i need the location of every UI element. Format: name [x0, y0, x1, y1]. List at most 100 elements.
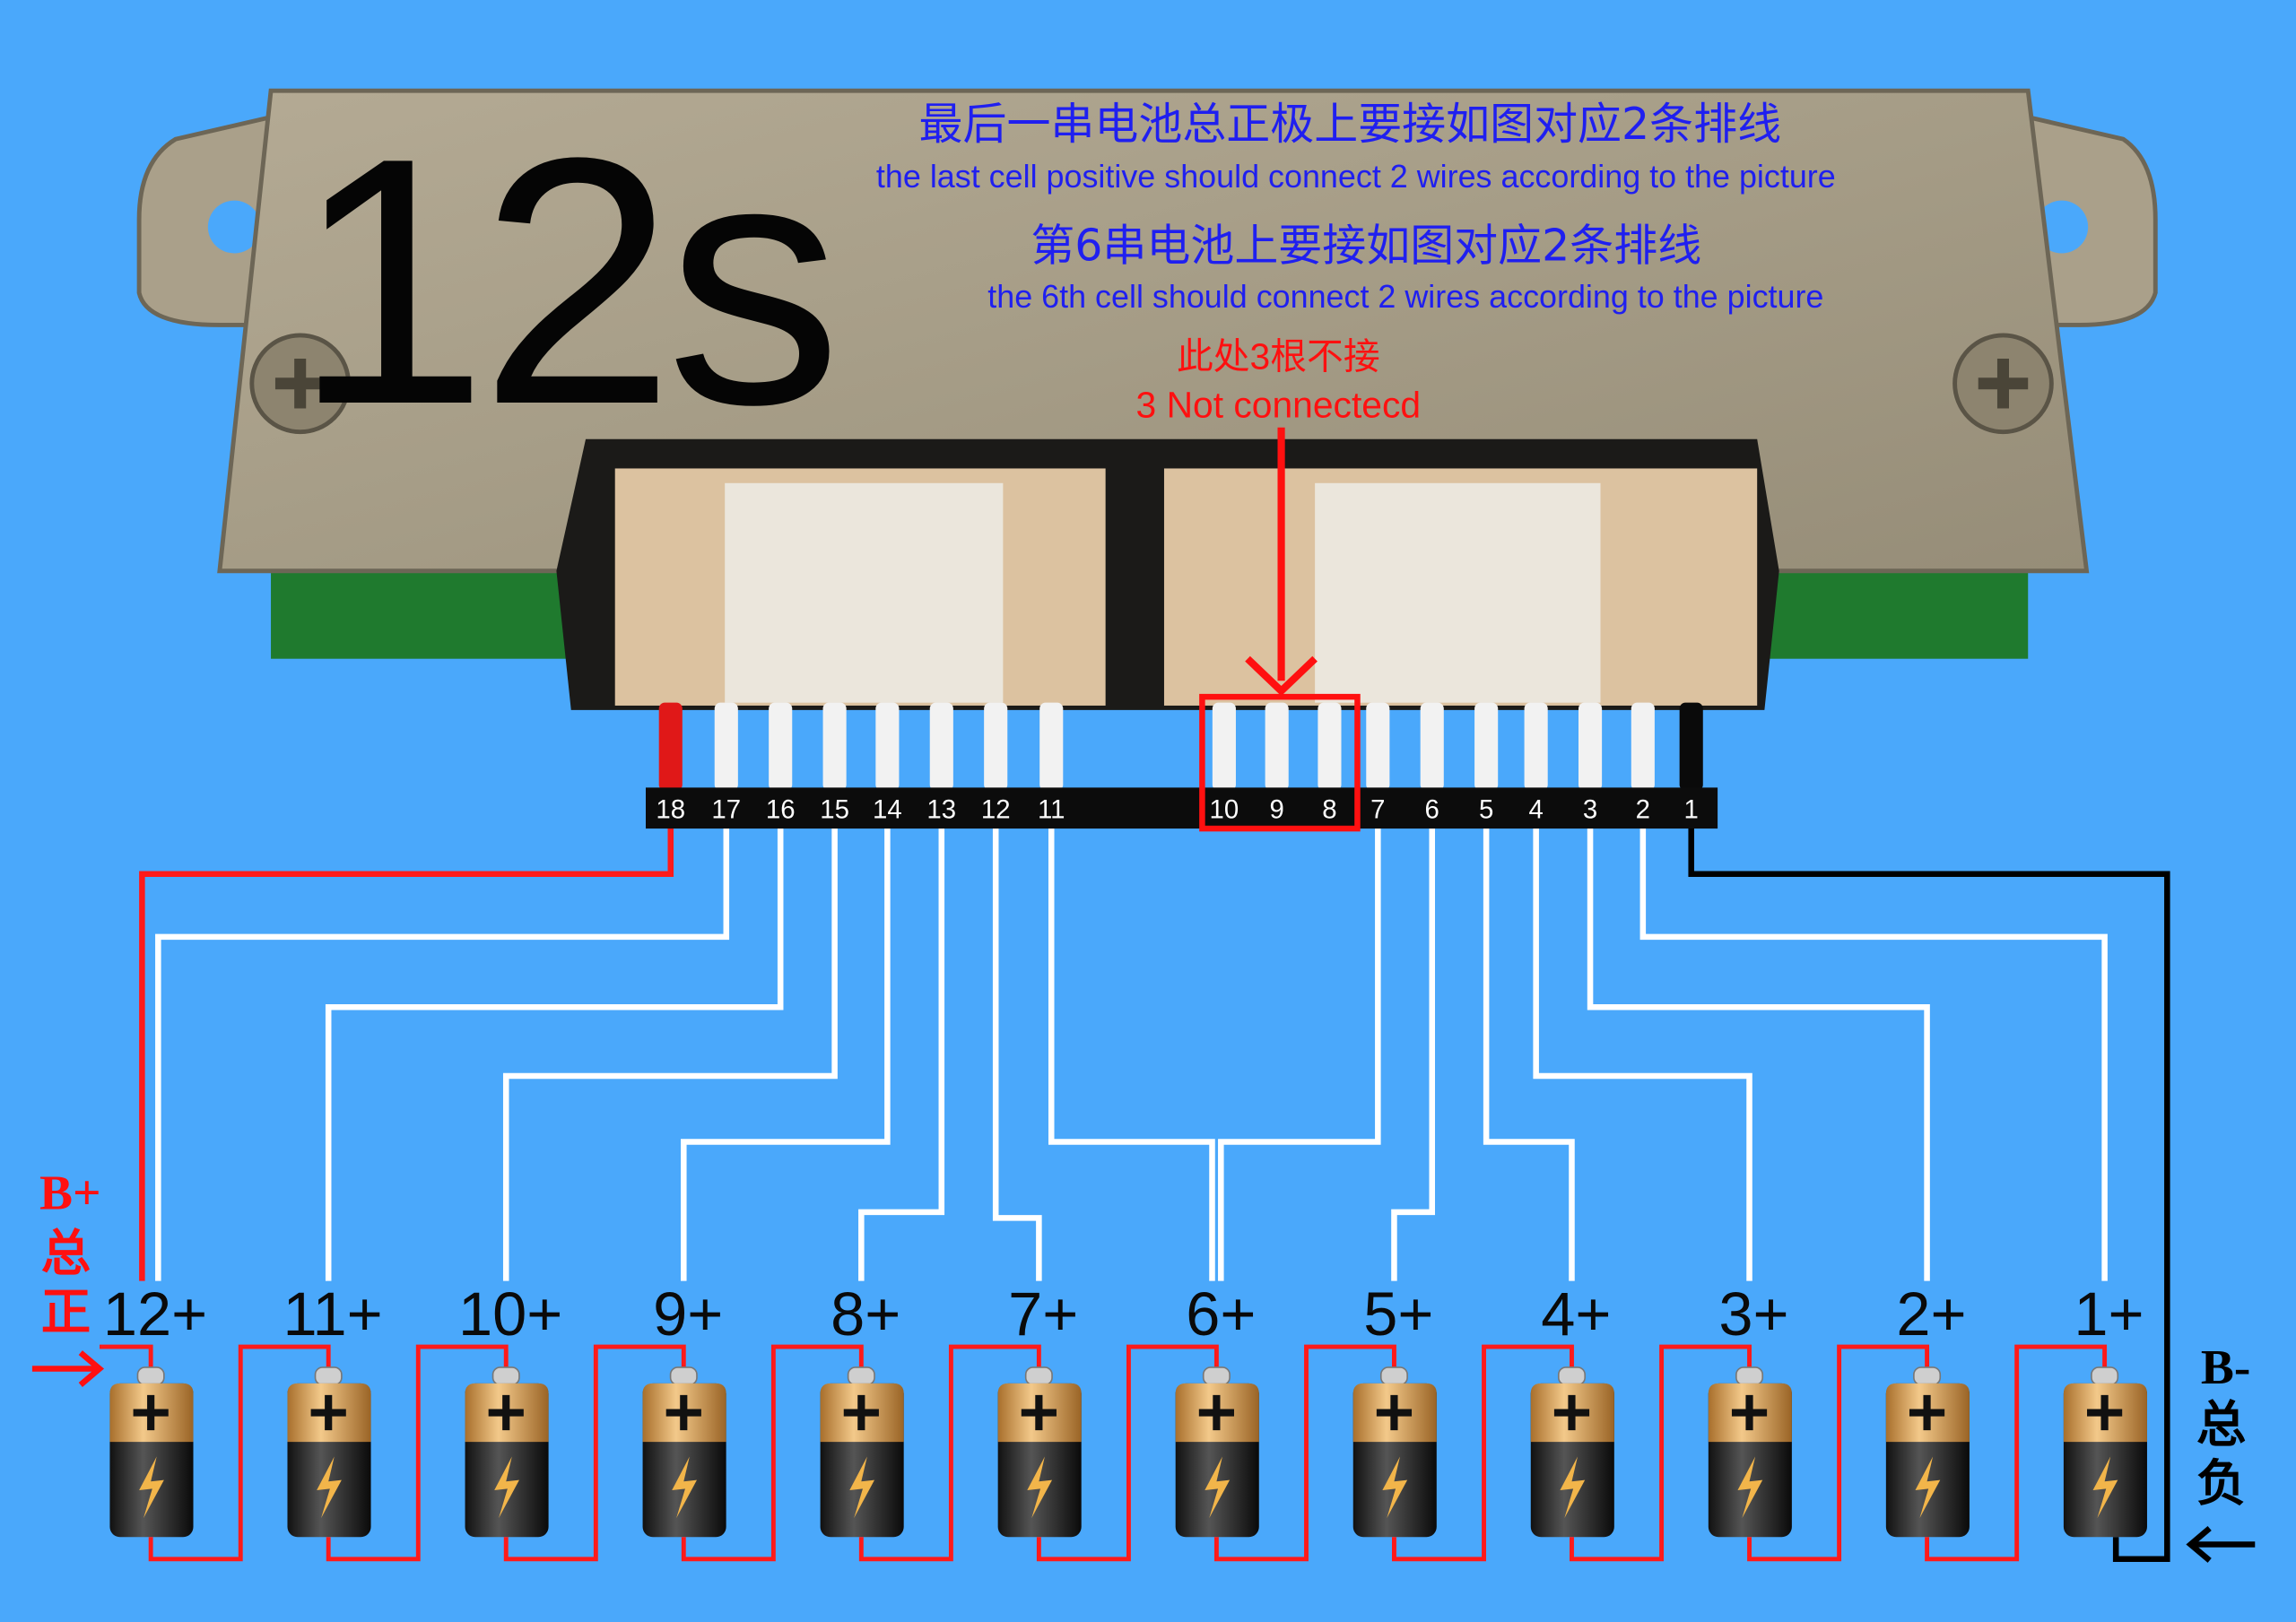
- wire-pin-5-to-4+: [1483, 827, 1575, 1281]
- pin-label-17: 17: [711, 795, 741, 825]
- series-link: [503, 1344, 686, 1562]
- b-minus-cn2: 负: [2196, 1456, 2247, 1512]
- wire-stub-3: [1578, 702, 1603, 791]
- cell-label-2+: 2+: [1896, 1279, 1966, 1349]
- arrow-right-icon: [31, 1350, 105, 1387]
- not-connected-highlight: [1199, 693, 1361, 832]
- wire-stub-12: [984, 702, 1008, 791]
- battery-cell-11+: 11+: [148, 1279, 383, 1562]
- ear-hole-right: [2035, 200, 2089, 254]
- wire-pin-12-to-7+: [992, 827, 1042, 1281]
- battery-cell-4+: 4+: [1392, 1279, 1614, 1562]
- series-link: [1213, 1344, 1396, 1562]
- pin-label-16: 16: [766, 795, 796, 825]
- pin-label-13: 13: [926, 795, 956, 825]
- battery-cell-3+: 3+: [1570, 1279, 1792, 1562]
- series-link: [1570, 1344, 1752, 1562]
- lightning-icon: [1915, 1456, 1941, 1519]
- battery-cell-1+: 1+: [1925, 1279, 2147, 1562]
- pin-label-18: 18: [656, 795, 685, 825]
- b-plus-text: B+: [39, 1167, 101, 1221]
- wire-stub-13: [929, 702, 953, 791]
- connector-right: [1163, 468, 1758, 706]
- pin-label-5: 5: [1479, 795, 1493, 825]
- pin-label-6: 6: [1425, 795, 1439, 825]
- note-last-cell-cn: 最后一串电池总正极上要接如图对应2条排线: [919, 99, 1782, 150]
- pin-label-10: 10: [1210, 795, 1239, 825]
- wire-pin-2-to-1+: [1639, 827, 2108, 1281]
- wire-stub-5: [1474, 702, 1499, 791]
- lightning-icon: [1737, 1456, 1763, 1519]
- wire-pin-4-to-3+: [1533, 827, 1752, 1281]
- b-plus-cn1: 总: [41, 1227, 91, 1282]
- battery-icon: [2063, 1366, 2147, 1538]
- cell-label-12+: 12+: [103, 1279, 207, 1349]
- wire-stub-2: [1631, 702, 1655, 791]
- battery-cell-7+: 7+: [858, 1279, 1082, 1562]
- lightning-icon: [317, 1456, 342, 1519]
- connector-left: [614, 468, 1106, 706]
- series-link: [1747, 1344, 1930, 1562]
- bms-board: [136, 88, 2158, 710]
- wire-pin-7-to-6+: [1218, 827, 1381, 1281]
- arrow-left-icon: [2186, 1526, 2256, 1563]
- note-6th-cell-cn: 第6串电池上要接如图对应2条排线: [1031, 221, 1701, 272]
- wire-stub-8: [1318, 702, 1342, 791]
- cell-label-7+: 7+: [1008, 1279, 1078, 1349]
- cell-label-9+: 9+: [653, 1279, 723, 1349]
- battery-icon: [820, 1366, 904, 1538]
- pin-label-15: 15: [820, 795, 849, 825]
- pin-label-1: 1: [1684, 795, 1699, 825]
- wire-stub-10: [1212, 702, 1236, 791]
- wire-stub-14: [875, 702, 900, 791]
- cell-label-6+: 6+: [1186, 1279, 1256, 1349]
- battery-icon: [287, 1366, 371, 1538]
- model-label: 12s: [293, 85, 833, 478]
- lightning-icon: [1205, 1456, 1231, 1519]
- mounting-ear-left: [136, 114, 274, 327]
- b-minus-cn1: 总: [2196, 1398, 2247, 1453]
- wire-stub-9: [1265, 702, 1289, 791]
- wire-pin-16-to-11+: [325, 827, 784, 1281]
- series-link: [148, 1344, 331, 1562]
- lightning-icon: [2092, 1456, 2118, 1519]
- battery-cell-12+: 12+: [100, 1279, 207, 1538]
- battery-cell-9+: 9+: [503, 1279, 726, 1562]
- wire-stub-17: [714, 702, 738, 791]
- battery-cell-10+: 10+: [326, 1279, 562, 1562]
- lightning-icon: [1027, 1456, 1053, 1519]
- pin-label-11: 11: [1038, 795, 1065, 825]
- not-connected-cn: 此处3根不接: [1177, 335, 1380, 377]
- not-connected-arrow-icon: [1245, 427, 1318, 697]
- series-link: [1925, 1344, 2108, 1562]
- wiring: [139, 702, 2170, 1563]
- wire-pin-1-to-B-: [1688, 827, 2170, 1563]
- lightning-icon: [139, 1456, 164, 1519]
- wire-stub-4: [1524, 702, 1548, 791]
- wire-stub-1: [1679, 702, 1703, 791]
- wire-pin-15-to-10+: [502, 827, 838, 1281]
- wire-pin-18-to-12+: [139, 827, 674, 1281]
- battery-icon: [465, 1366, 549, 1538]
- mounting-ear-right: [2025, 114, 2158, 327]
- wire-pin-6-to-5+: [1391, 827, 1435, 1281]
- not-connected-en: 3 Not connectecd: [1136, 384, 1422, 425]
- b-minus-label: B- 总 负: [2186, 1340, 2256, 1563]
- cell-label-4+: 4+: [1541, 1279, 1611, 1349]
- b-plus-cn2: 正: [41, 1286, 91, 1340]
- pin-label-3: 3: [1583, 795, 1597, 825]
- lightning-icon: [1560, 1456, 1586, 1519]
- screw-left-icon: [249, 333, 352, 435]
- battery-cell-2+: 2+: [1747, 1279, 1970, 1562]
- cell-label-8+: 8+: [831, 1279, 900, 1349]
- battery-icon: [997, 1366, 1082, 1538]
- pin-label-2: 2: [1636, 795, 1650, 825]
- battery-icon: [642, 1366, 726, 1538]
- pin-label-14: 14: [873, 795, 902, 825]
- wire-stub-6: [1420, 702, 1444, 791]
- wire-stub-7: [1366, 702, 1390, 791]
- battery-icon: [1352, 1366, 1437, 1538]
- battery-cells: 12+11+10+9+8+7+6+5+4+3+2+1+: [100, 1279, 2147, 1562]
- series-link: [681, 1344, 864, 1562]
